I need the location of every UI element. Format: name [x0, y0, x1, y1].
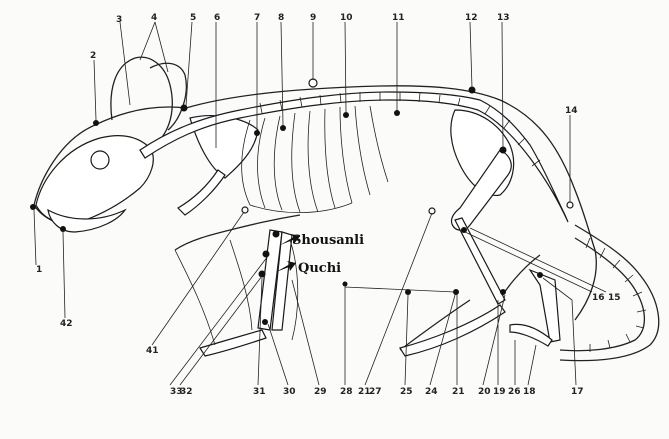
label-27: 27 [369, 387, 382, 397]
label-25: 25 [400, 387, 413, 397]
acupoint-quchi-upper [263, 251, 270, 258]
label-19: 19 [493, 387, 506, 397]
label-quchi: Quchi [298, 261, 341, 276]
label-18: 18 [523, 387, 536, 397]
hind-foot-bone-2 [510, 324, 552, 346]
label-3: 3 [116, 15, 122, 25]
label-1: 1 [36, 265, 42, 275]
acupoint-14 [567, 202, 573, 208]
forefoot-bone [200, 330, 266, 356]
acupoint-30 [262, 319, 268, 325]
label-17: 17 [571, 387, 584, 397]
acupoint-1 [30, 204, 36, 210]
label-21: 21 [452, 387, 465, 397]
label-11: 11 [392, 13, 405, 23]
acupoint-2 [93, 120, 99, 126]
label-4: 4 [151, 13, 157, 23]
acupoint-7 [254, 130, 260, 136]
acupoint-18 [537, 272, 543, 278]
acupoint-shousanli [273, 231, 280, 238]
label-29: 29 [314, 387, 327, 397]
label-42: 42 [60, 319, 73, 329]
label-15: 15 [608, 293, 621, 303]
eye-socket [91, 151, 109, 169]
acupoint-9 [309, 79, 317, 87]
label-12: 12 [465, 13, 478, 23]
acupoint-10 [343, 112, 349, 118]
acupoint-28 [343, 282, 348, 287]
label-31: 31 [253, 387, 266, 397]
label-10: 10 [340, 13, 353, 23]
label-33: 33 [170, 387, 183, 397]
label-13: 13 [497, 13, 510, 23]
humerus-bone [178, 170, 225, 215]
label-5: 5 [190, 13, 196, 23]
label-24: 24 [425, 387, 438, 397]
label-14: 14 [565, 106, 578, 116]
label-8: 8 [278, 13, 284, 23]
label-6: 6 [214, 13, 220, 23]
ear-outline [111, 57, 186, 140]
rib-cage [242, 106, 388, 213]
label-41: 41 [146, 346, 159, 356]
label-2: 2 [90, 51, 96, 61]
acupoint-8 [280, 125, 286, 131]
label-7: 7 [254, 13, 260, 23]
label-20: 20 [478, 387, 491, 397]
acupoint-41 [242, 207, 248, 213]
acupoint-13 [500, 147, 507, 154]
label-28: 28 [340, 387, 353, 397]
skull-bone [36, 136, 153, 224]
label-shousanli: Shousanli [292, 233, 364, 248]
acupoint-42 [60, 226, 66, 232]
acupoint-11 [394, 110, 400, 116]
label-9: 9 [310, 13, 316, 23]
acupoint-5 [181, 105, 188, 112]
label-26: 26 [508, 387, 521, 397]
label-30: 30 [283, 387, 296, 397]
label-16: 16 [592, 293, 605, 303]
acupoint-19 [500, 289, 506, 295]
